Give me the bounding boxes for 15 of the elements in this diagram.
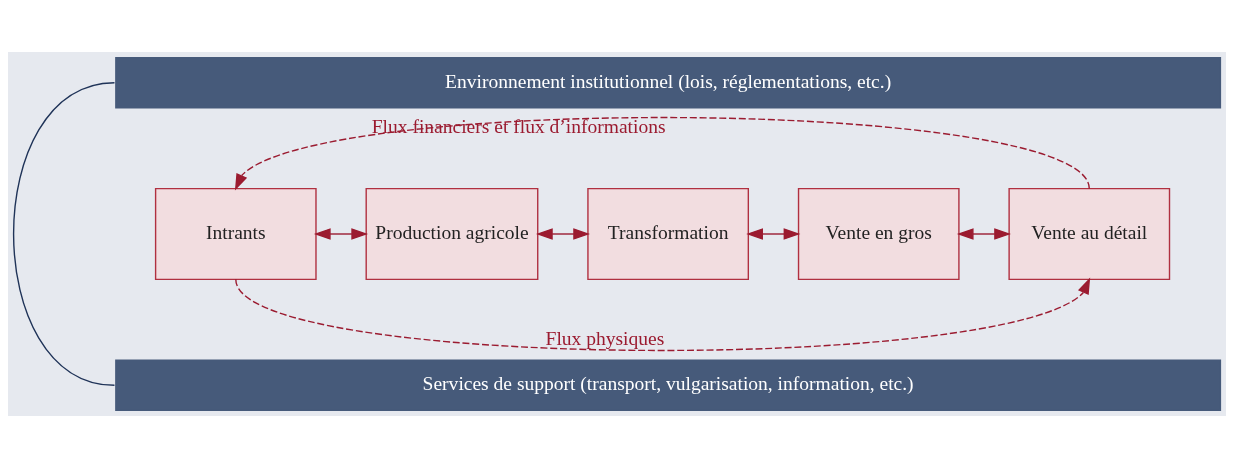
arrow bbox=[746, 228, 801, 240]
arrow bbox=[235, 277, 1091, 351]
node-box: Vente au détail bbox=[1008, 187, 1171, 281]
arrow bbox=[956, 228, 1011, 240]
node-box: Environnement institutionnel (lois, réglementations, etc.) bbox=[115, 56, 1222, 109]
connector bbox=[12, 82, 116, 386]
node-box: Production agricole bbox=[365, 187, 539, 281]
node-box: Services de support (transport, vulgarisation, information, etc.) bbox=[115, 359, 1222, 412]
node-box: Vente en gros bbox=[797, 187, 960, 281]
node-box: Intrants bbox=[154, 187, 317, 281]
node-box: Transformation bbox=[587, 187, 750, 281]
edge-label: Flux physiques bbox=[545, 328, 665, 350]
arrow bbox=[313, 228, 369, 240]
arrow bbox=[234, 117, 1090, 191]
arrow bbox=[536, 228, 590, 240]
